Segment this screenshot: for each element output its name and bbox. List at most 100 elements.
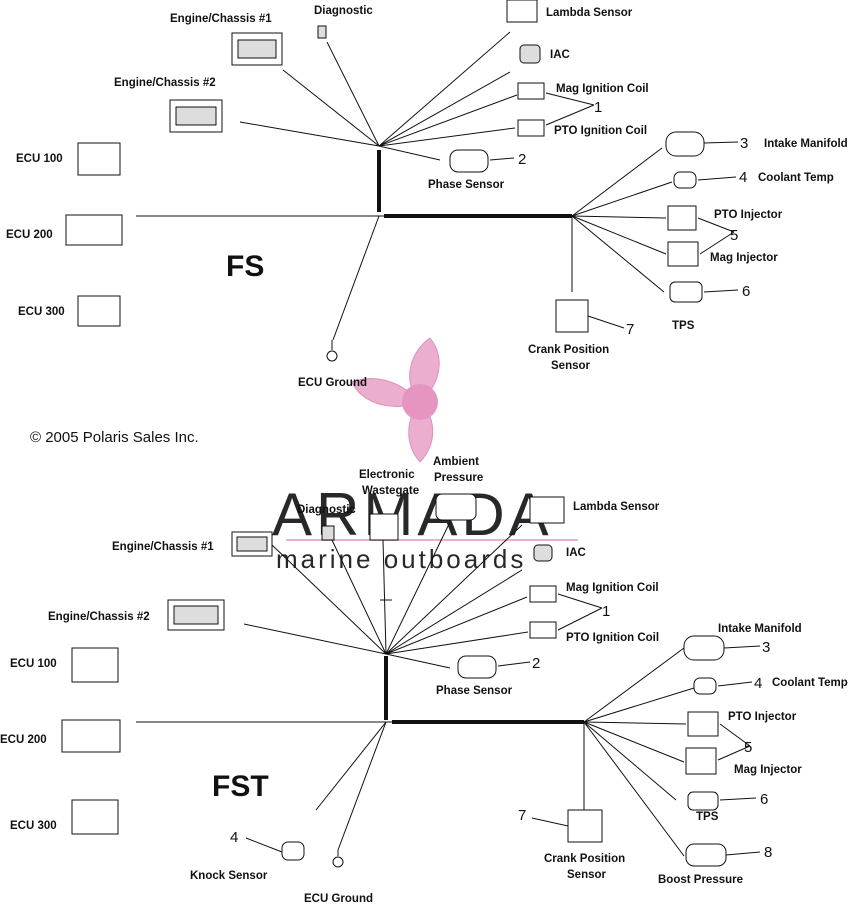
fst-boost-pressure-label: Boost Pressure [658,874,743,886]
fs-mag-coil-connector [517,82,545,100]
fs-phase-sensor-label: Phase Sensor [428,179,505,191]
fst-wastegate-label-line2: Wastegate [362,485,419,497]
fs-ecu-100-connector [77,142,121,176]
fst-wastegate-label-line1: Electronic [359,469,415,481]
fst-ecu-300-connector [71,799,119,835]
fs-tps-label: TPS [672,320,695,332]
fs-engine-chassis-1-connector [231,32,283,66]
fs-crank-label-line2: Sensor [551,360,591,372]
fs-pto-injector-label: PTO Injector [714,209,783,221]
fst-phase-sensor-label: Phase Sensor [436,685,513,697]
fs-engine-chassis-2-label: Engine/Chassis #2 [114,77,216,89]
fs-crank-sensor-connector [555,299,589,333]
fst-ambient-label-line1: Ambient [433,456,479,468]
fst-ecu-200-label: ECU 200 [0,734,47,746]
fst-boost-pressure-connector [685,843,727,867]
fst-tps-connector [687,791,719,811]
fs-diagram: FS Engine/Chassis #1 Diagnostic Engine/C… [6,0,848,389]
fs-phase-sensor-connector [449,149,489,173]
fs-intake-manifold-connector [665,131,705,157]
fst-crank-sensor-connector [567,809,603,843]
fst-coolant-temp-label: Coolant Temp [772,677,848,689]
fs-ecu-200-label: ECU 200 [6,229,53,241]
fst-callout-1: 1 [602,603,610,620]
fst-pto-injector-connector [687,711,719,737]
fst-knock-sensor-label: Knock Sensor [190,870,268,882]
fst-phase-sensor-connector [457,655,497,679]
fs-callout-4: 4 [739,169,747,186]
fst-pto-coil-label: PTO Ignition Coil [566,632,659,644]
fst-callout-4: 4 [754,675,762,692]
fs-iac-connector [519,44,541,64]
fs-mag-coil-label: Mag Ignition Coil [556,83,649,95]
fst-ecu-100-label: ECU 100 [10,658,57,670]
copyright-text: © 2005 Polaris Sales Inc. [30,429,199,446]
fs-pto-injector-connector [667,205,697,231]
fst-lambda-sensor-connector [529,496,565,524]
fst-iac-label: IAC [566,547,586,559]
fst-right-wires [583,647,695,857]
fs-callout-leaders [489,92,739,329]
fs-pto-coil-label: PTO Ignition Coil [554,125,647,137]
fst-engine-chassis-1-label: Engine/Chassis #1 [112,541,214,553]
fst-iac-connector [533,544,553,562]
fst-intake-manifold-label: Intake Manifold [718,623,802,635]
fs-ecu-200-connector [65,214,123,246]
fst-callout-8: 8 [764,844,772,861]
fst-ecu-ground-label: ECU Ground [304,893,373,904]
fs-right-wires [571,147,673,293]
fst-mag-coil-label: Mag Ignition Coil [566,582,659,594]
fs-coolant-temp-connector [673,171,697,189]
fs-mag-injector-label: Mag Injector [710,252,778,264]
fst-ecu-200-connector [61,719,121,753]
propeller-logo [351,337,440,463]
fs-ecu-300-label: ECU 300 [18,306,65,318]
fst-title: FST [212,770,269,803]
fs-tps-connector [669,281,703,303]
fs-callout-1: 1 [594,99,602,116]
fst-ecu-ground-terminal [332,850,344,868]
fs-callout-7: 7 [626,321,634,338]
fs-callout-3: 3 [740,135,748,152]
fst-callout-leaders [245,593,761,856]
fs-lambda-sensor-connector [506,0,538,23]
fs-ecu-ground-label: ECU Ground [298,377,367,389]
fst-callout-2: 2 [532,655,540,672]
fst-crank-label-line1: Crank Position [544,853,625,865]
fst-callout-knock: 4 [230,829,238,846]
fs-mag-injector-connector [667,241,699,267]
fst-callout-7: 7 [518,807,526,824]
fst-intake-manifold-connector [683,635,725,661]
fs-pto-coil-connector [517,119,545,137]
fst-pto-coil-connector [529,621,557,639]
watermark-brand: ARMADA [272,481,553,548]
fs-ecu-ground-terminal [326,340,338,362]
fs-ecu-300-connector [77,295,121,327]
fst-ambient-label-line2: Pressure [434,472,483,484]
fst-knock-sensor-connector [281,841,305,861]
fst-mag-injector-connector [685,747,717,775]
fst-lambda-sensor-label: Lambda Sensor [573,501,660,513]
fst-coolant-temp-connector [693,677,717,695]
fs-iac-label: IAC [550,49,570,61]
fst-electronic-wastegate-connector [369,513,399,601]
watermark-tagline: marine outboards [276,544,526,574]
fst-callout-3: 3 [762,639,770,656]
fs-title: FS [226,250,264,283]
fst-tps-label: TPS [696,811,719,823]
fst-diagnostic-connector [321,525,335,541]
fst-diagram: FST Electronic Wastegate Ambient Pressur… [0,456,848,904]
fst-diagnostic-label: Diagnostic [297,504,356,516]
fs-diagnostic-connector [317,25,327,39]
fst-mag-coil-connector [529,585,557,603]
fs-lambda-sensor-label: Lambda Sensor [546,7,633,19]
fs-callout-2: 2 [518,151,526,168]
fs-engine-chassis-2-connector [169,99,223,133]
fst-pto-injector-label: PTO Injector [728,711,797,723]
armada-watermark: ARMADA marine outboards [272,337,578,574]
fst-ecu-300-label: ECU 300 [10,820,57,832]
fst-ambient-pressure-connector [435,493,477,521]
fst-mag-injector-label: Mag Injector [734,764,802,776]
fs-callout-6: 6 [742,283,750,300]
